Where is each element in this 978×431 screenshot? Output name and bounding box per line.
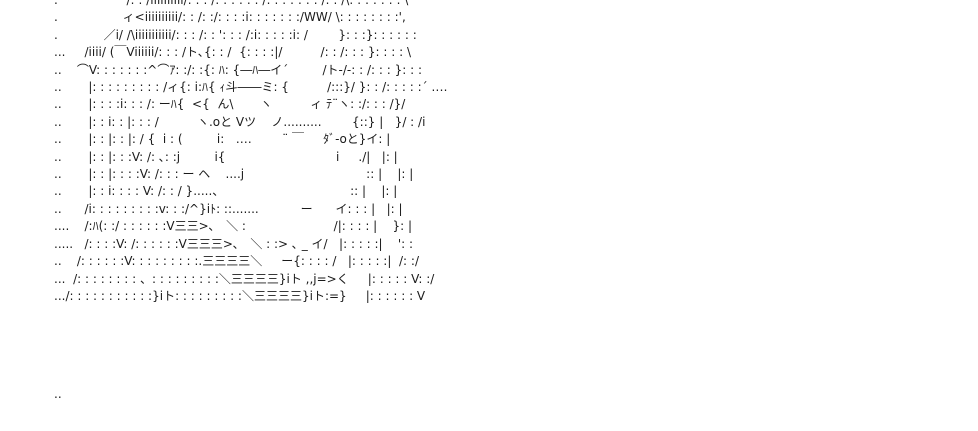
ascii-art-block: . /: : /iiiiiiiiii/: : : /: : : : : : /:… [54, 0, 448, 303]
footer-dots: .. [54, 387, 62, 401]
